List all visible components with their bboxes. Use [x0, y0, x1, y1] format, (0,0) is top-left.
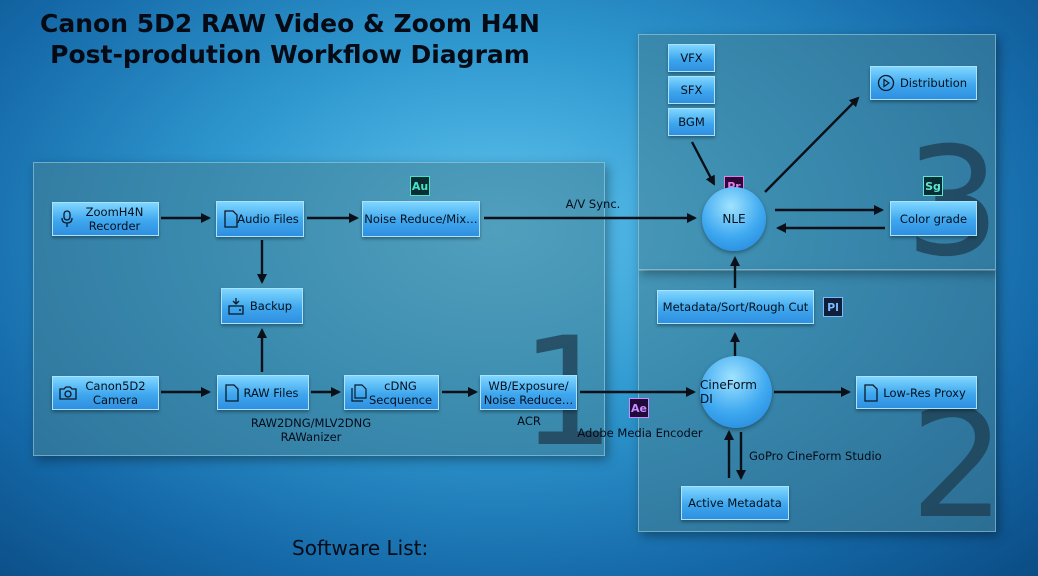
noise-reduce-mix-label: Noise Reduce/Mix… — [364, 212, 478, 226]
wb-exposure-node[interactable]: WB/Exposure/ Noise Reduce… — [480, 375, 577, 410]
active-metadata-label: Active Metadata — [688, 496, 782, 510]
color-grade-node[interactable]: Color grade — [890, 201, 977, 236]
nle-node[interactable]: NLE — [702, 187, 766, 251]
canon-camera-label: Canon5D2 Camera — [85, 379, 146, 407]
microphone-icon — [59, 210, 75, 228]
active-metadata-node[interactable]: Active Metadata — [681, 486, 789, 520]
raw-files-node[interactable]: RAW Files — [217, 375, 309, 410]
color-grade-label: Color grade — [899, 211, 968, 226]
bgm-label: BGM — [678, 115, 705, 129]
sfx-label: SFX — [680, 83, 703, 97]
noise-reduce-mix-node[interactable]: Noise Reduce/Mix… — [362, 201, 480, 237]
canon-camera-node[interactable]: Canon5D2 Camera — [52, 376, 159, 410]
bgm-node[interactable]: BGM — [668, 108, 715, 136]
vfx-label: VFX — [680, 51, 703, 65]
distribution-label: Distribution — [899, 76, 968, 90]
zoom-recorder-label: ZoomH4N Recorder — [85, 205, 144, 233]
camera-icon — [59, 384, 77, 402]
metadata-sort-node[interactable]: Metadata/Sort/Rough Cut — [657, 290, 814, 324]
software-list-heading: Software List: — [292, 536, 429, 560]
title-line-2: Post-prodution Workflow Diagram — [50, 40, 530, 69]
file-stack-icon — [351, 383, 367, 402]
wb-exposure-label: WB/Exposure/ Noise Reduce… — [483, 378, 574, 407]
adobe-media-encoder-caption: Adobe Media Encoder — [577, 426, 703, 440]
cineform-di-label: CineForm DI — [700, 378, 757, 406]
low-res-proxy-label: Low-Res Proxy — [883, 385, 966, 400]
audition-logo-icon: Au — [410, 176, 430, 196]
speedgrade-logo-icon: Sg — [923, 176, 943, 196]
low-res-proxy-node[interactable]: Low-Res Proxy — [856, 376, 977, 409]
cineform-di-node[interactable]: CineForm DI — [700, 356, 772, 428]
vfx-node[interactable]: VFX — [668, 44, 715, 72]
nle-label: NLE — [722, 212, 746, 226]
arrow-nle-to-distribution — [764, 96, 860, 193]
arrow-bgm-to-nle — [690, 141, 716, 186]
raw2dng-caption: RAW2DNG/MLV2DNG RAWanizer — [250, 416, 372, 444]
acr-caption: ACR — [517, 414, 541, 428]
zoom-recorder-node[interactable]: ZoomH4N Recorder — [52, 202, 159, 236]
file-icon — [224, 383, 240, 402]
backup-label: Backup — [249, 299, 293, 313]
cdng-sequence-label: cDNG Secquence — [368, 378, 433, 407]
play-icon — [877, 74, 895, 92]
after-effects-logo-icon: Ae — [629, 398, 649, 418]
audio-files-node[interactable]: Audio Files — [216, 201, 304, 237]
drive-download-icon — [228, 297, 244, 315]
distribution-node[interactable]: Distribution — [870, 66, 977, 100]
file-icon — [863, 383, 879, 402]
backup-node[interactable]: Backup — [221, 288, 303, 324]
title-line-1: Canon 5D2 RAW Video & Zoom H4N — [40, 9, 540, 38]
page-title: Canon 5D2 RAW Video & Zoom H4N Post-prod… — [30, 8, 550, 70]
prelude-logo-icon: Pl — [823, 297, 843, 317]
cdng-sequence-node[interactable]: cDNG Secquence — [344, 375, 439, 410]
file-icon — [223, 210, 239, 228]
gopro-cineform-caption: GoPro CineForm Studio — [749, 449, 882, 463]
metadata-sort-label: Metadata/Sort/Rough Cut — [662, 300, 809, 314]
sfx-node[interactable]: SFX — [668, 76, 715, 104]
raw-files-label: RAW Files — [243, 385, 299, 400]
audio-files-label: Audio Files — [237, 212, 299, 226]
av-sync-caption: A/V Sync. — [565, 197, 621, 211]
